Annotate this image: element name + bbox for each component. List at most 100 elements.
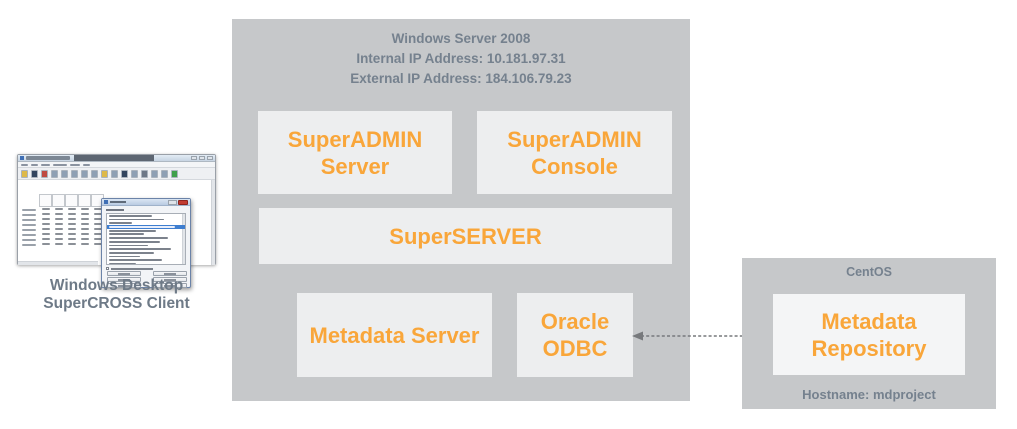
table-cell [39,212,52,217]
maximize-icon [199,156,205,160]
navy-toolbar-icon [121,169,128,178]
crosstab-area [18,180,215,288]
list-item-text-placeholder [109,226,176,228]
slate-toolbar-icon [111,169,118,178]
menu-item-placeholder [21,164,28,166]
centos-container: CentOS Metadata Repository Hostname: mdp… [742,258,996,409]
internal-ip-label: Internal IP Address: 10.181.97.31 [356,51,566,66]
windows-server-title: Windows Server 2008 [391,31,531,46]
green-toolbar-icon [171,169,178,178]
slate-toolbar-icon [131,169,138,178]
menu-bar [18,162,215,168]
list-item-text-placeholder [109,255,141,258]
superadmin-console-box: SuperADMIN Console [477,111,672,194]
external-ip-label: External IP Address: 184.106.79.23 [350,71,572,86]
close-icon [207,156,213,160]
dialog-titlebar [102,199,190,206]
list-item [107,218,185,222]
slate-toolbar-icon [151,169,158,178]
window-title-highlight [74,155,154,161]
list-item-text-placeholder [109,229,156,232]
slate-toolbar-icon [51,169,58,178]
list-item [107,244,185,248]
list-item-text-placeholder [109,262,137,264]
list-item-text-placeholder [109,248,172,250]
table-cell [78,217,91,222]
metadata-server-box: Metadata Server [297,293,492,377]
list-item [107,258,185,262]
table-cell [65,212,78,217]
table-cell [65,207,78,212]
centos-hostname: Hostname: mdproject [802,387,936,402]
table-cell [65,242,78,247]
dialog-buttons [107,271,187,288]
table-cell [65,217,78,222]
table-cell [91,232,104,237]
vertical-scrollbar [211,180,215,265]
table-cell [91,222,104,227]
superadmin-server-box: SuperADMIN Server [258,111,452,194]
superadmin-console-label: SuperADMIN Console [507,126,642,179]
table-cell [91,242,104,247]
list-item [107,236,185,240]
list-item [107,240,185,244]
superserver-label: SuperSERVER [389,223,542,249]
table-cell [78,207,91,212]
menu-item-placeholder [70,164,80,166]
table-cell [78,222,91,227]
list-item-text-placeholder [109,240,160,243]
table-cell [78,212,91,217]
dialog-icon [104,200,108,204]
client-caption: Windows Desktop SuperCROSS Client [10,277,223,313]
table-header-row [39,194,122,207]
dialog-button [153,283,187,288]
list-item-text-placeholder [109,251,155,254]
checkbox-label-placeholder [111,267,153,270]
table-row [22,212,122,217]
table-cell [39,242,52,247]
dialog-close-icon [178,200,188,205]
red-toolbar-icon [41,169,48,178]
table-cell [52,207,65,212]
table-body [22,207,122,247]
column-header-cell [65,194,78,207]
table-cell [52,232,65,237]
list-item [107,232,185,236]
column-header-cell [52,194,65,207]
slate-toolbar-icon [61,169,68,178]
row-label-placeholder [22,243,36,246]
toolbar [18,168,215,180]
centos-title: CentOS [846,265,892,279]
table-cell [39,222,52,227]
dialog-checkbox-row [106,267,153,270]
column-header-cell [39,194,52,207]
dialog-label-placeholder [106,209,124,211]
slate-toolbar-icon [71,169,78,178]
table-cell [52,212,65,217]
column-header-cell [78,194,91,207]
superserver-box: SuperSERVER [259,208,672,264]
table-cell [78,237,91,242]
metadata-server-label: Metadata Server [309,322,480,348]
table-row [22,237,122,242]
dialog-button [107,277,141,282]
table-row [22,227,122,232]
table-cell [91,217,104,222]
table-cell [78,242,91,247]
list-scrollbar [182,214,185,264]
text-toolbar-icon [141,169,148,178]
table-cell [91,207,104,212]
menu-item-placeholder [83,164,90,166]
table-cell [65,227,78,232]
table-row [22,222,122,227]
list-item-text-placeholder [109,244,148,247]
client-caption-line1: Windows Desktop [49,277,184,294]
list-item-text-placeholder [109,218,164,221]
list-item [107,229,185,233]
table-cell [39,232,52,237]
table-cell [91,212,104,217]
row-label-placeholder [22,218,36,221]
metadata-repository-label: Metadata Repository [811,308,927,361]
window-title-placeholder [26,156,70,160]
table-cell [65,222,78,227]
